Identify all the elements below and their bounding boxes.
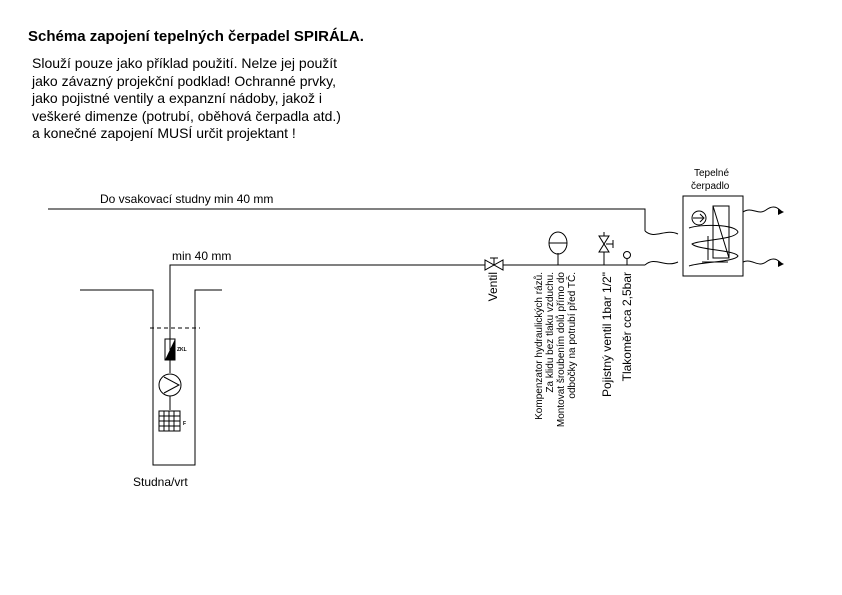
return-pipe: [48, 208, 646, 231]
safety-valve-icon: [598, 232, 614, 265]
zkl-label: ZKL: [177, 347, 187, 353]
return-connection: [644, 230, 679, 235]
page-title: Schéma zapojení tepelných čerpadel SPIRÁ…: [28, 28, 364, 45]
heat-pump: Tepelné čerpadlo: [682, 168, 744, 277]
svg-text:odbočky na potrubí před TČ.: odbočky na potrubí před TČ.: [565, 272, 578, 399]
well-label: Studna/vrt: [133, 475, 188, 489]
filter-icon: F: [158, 410, 186, 432]
pump-icon: [158, 360, 182, 410]
heat-pump-label-line1: Tepelné: [694, 168, 729, 179]
well: Studna/vrt: [80, 289, 222, 489]
heating-outlet-upper: [742, 206, 783, 213]
return-pipe-label: Do vsakovací studny min 40 mm: [100, 192, 273, 206]
valve-label: Ventil: [486, 272, 500, 301]
arrow-icon: [778, 261, 784, 267]
svg-text:Montovat šroubením dolů přímo: Montovat šroubením dolů přímo do: [555, 272, 567, 428]
compensator-icon: [548, 231, 568, 265]
note-line: Slouží pouze jako příklad použití. Nelze…: [32, 55, 338, 71]
svg-text:Kompenzator hydraulických rázů: Kompenzator hydraulických rázů.: [533, 272, 545, 420]
note-line: a konečné zapojení MUSÍ určit projektant…: [32, 125, 296, 141]
arrow-icon: [778, 209, 784, 215]
note-line: jako pojistné ventily a expanzní nádoby,…: [32, 90, 323, 106]
filter-label: F: [183, 421, 186, 427]
compensator-label: Kompenzator hydraulických rázů. Za klidu…: [533, 272, 578, 428]
supply-connection: [644, 261, 679, 266]
supply-pipe-label: min 40 mm: [172, 249, 231, 263]
note-line: jako závazný projekční podklad! Ochranné…: [32, 72, 337, 89]
note-line: veškeré dimenze (potrubí, oběhová čerpad…: [32, 107, 341, 124]
heating-outlet-lower: [742, 258, 783, 265]
disclaimer-note: Slouží pouze jako příklad použití. Nelze…: [32, 55, 341, 143]
svg-text:Za klidu bez tlaku vzduchu.: Za klidu bez tlaku vzduchu.: [545, 272, 556, 393]
manometer-label: Tlakoměr cca 2,5bar: [620, 272, 634, 381]
heat-exchanger-coil: [688, 224, 739, 267]
manometer-icon: [623, 251, 631, 265]
safety-valve-label: Pojistný ventil 1bar 1/2": [600, 272, 614, 397]
valve-icon: [484, 257, 504, 271]
heat-pump-label-line2: čerpadlo: [691, 181, 730, 192]
check-valve-icon: ZKL: [164, 338, 187, 361]
supply-pipe: [169, 264, 485, 350]
